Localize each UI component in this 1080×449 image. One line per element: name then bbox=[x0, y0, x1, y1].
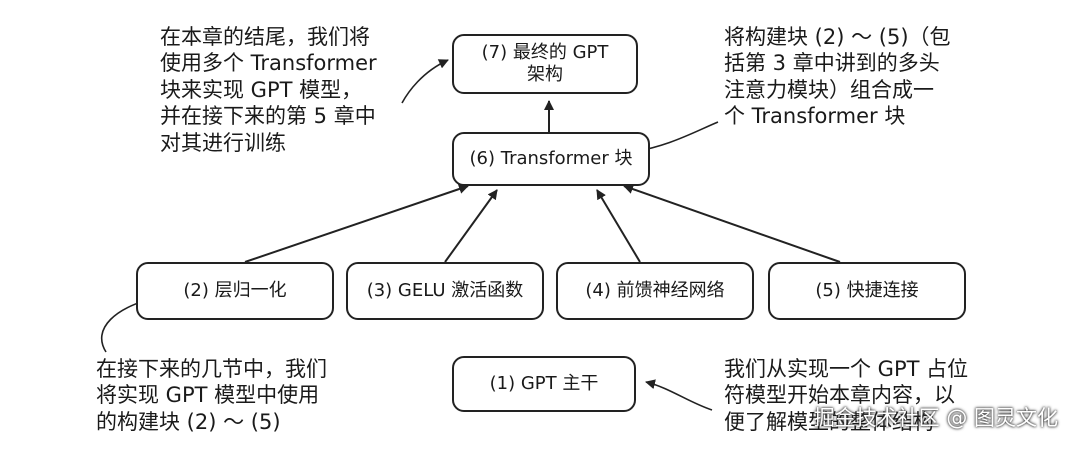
box-transformer-block: (6) Transformer 块 bbox=[452, 132, 650, 186]
arrow-ffn-to-transformer bbox=[596, 189, 641, 263]
box-gelu-activation: (3) GELU 激活函数 bbox=[346, 262, 544, 320]
callout-arrow-top-left bbox=[401, 59, 449, 104]
arrow-layernorm-to-transformer bbox=[244, 184, 469, 263]
box-gpt-backbone: (1) GPT 主干 bbox=[452, 356, 636, 412]
watermark: 掘金技术社区 @ 图灵文化 bbox=[813, 406, 1058, 430]
box-layer-norm: (2) 层归一化 bbox=[136, 262, 334, 320]
arrow-gelu-to-transformer bbox=[444, 189, 498, 263]
box-shortcut-connections: (5) 快捷连接 bbox=[768, 262, 966, 320]
arrow-shortcut-to-transformer bbox=[623, 184, 841, 263]
box-feedforward-network: (4) 前馈神经网络 bbox=[556, 262, 754, 320]
callout-arrow-bottom-right bbox=[645, 379, 713, 411]
note-bottom-right: 我们从实现一个 GPT 占位 符模型开始本章内容，以 便了解模型的整体结构 bbox=[724, 357, 969, 434]
note-top-left: 在本章的结尾，我们将 使用多个 Transformer 块来实现 GPT 模型，… bbox=[160, 25, 377, 155]
note-top-right: 将构建块 (2) ～ (5)（包 括第 3 章中讲到的多头 注意力模块）组合成一… bbox=[724, 25, 951, 129]
box-gpt-architecture: (7) 最终的 GPT 架构 bbox=[452, 34, 638, 94]
note-bottom-left: 在接下来的几节中，我们 将实现 GPT 模型中使用 的构建块 (2) ～ (5) bbox=[96, 357, 327, 434]
